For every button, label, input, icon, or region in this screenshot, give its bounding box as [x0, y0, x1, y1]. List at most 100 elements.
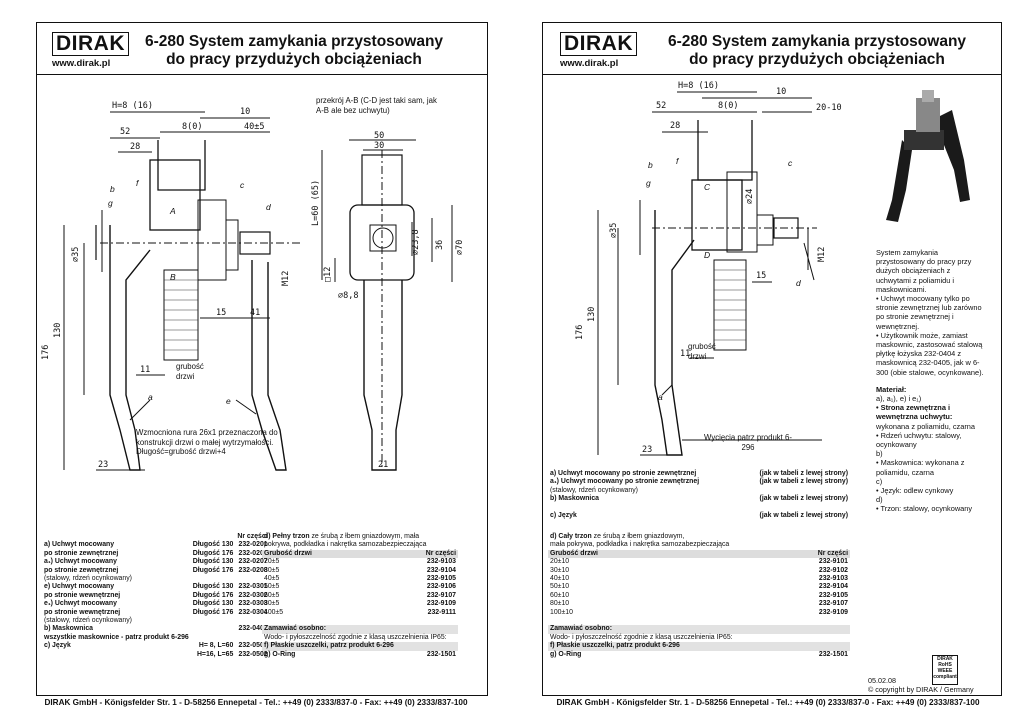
- dim-28: 28: [130, 142, 140, 152]
- part-name: a) Uchwyt mocowany po stronie zewnętrzne…: [550, 470, 697, 477]
- r-trzon-desc-1: ze śrubą z łbem gniazdowym,: [593, 533, 685, 540]
- label-a: a: [148, 392, 153, 402]
- r-dim-130: 130: [587, 307, 597, 322]
- dim-m12: M12: [281, 271, 291, 286]
- part-name: po stronie wewnętrznej: [44, 591, 121, 599]
- logo-text-right: DIRAK: [560, 32, 637, 56]
- door-thickness: 40±10: [550, 575, 570, 583]
- r-zam-title: Zamawiać osobno:: [550, 625, 613, 633]
- rohs-badge: DIRAK RoHS WEEE compliant: [932, 655, 958, 685]
- material-9: d): [876, 495, 883, 505]
- part-note: [736, 504, 850, 512]
- page-title-right: 6-280 System zamykania przystosowany do …: [652, 33, 982, 69]
- logo-url: www.dirak.pl: [52, 58, 111, 69]
- r-dim-23: 23: [642, 445, 652, 455]
- table-row: (stalowy, rdzeń ocynkowany): [42, 575, 270, 583]
- dim-21: 21: [378, 460, 388, 470]
- r-dim-10: 10: [776, 87, 786, 97]
- dim-10: 10: [240, 107, 250, 117]
- r-label-b: b: [648, 160, 653, 170]
- door-thickness: 60±5: [264, 591, 280, 599]
- table-row: c) Język(jak w tabeli z lewej strony): [548, 512, 850, 520]
- part-spec: Długość 130: [192, 583, 234, 591]
- right-sheet: DIRAK www.dirak.pl 6-280 System zamykani…: [512, 0, 1024, 724]
- part-spec: [191, 634, 236, 642]
- part-spec: [191, 625, 236, 633]
- title-line-2: do pracy przydużych obciążeniach: [166, 51, 422, 68]
- part-name: e) Uchwyt mocowany: [44, 583, 115, 591]
- label-f: f: [136, 178, 140, 188]
- part-number: 232-0301: [238, 583, 268, 591]
- dim-50: 50: [374, 131, 384, 141]
- right-frame: [542, 22, 1002, 696]
- sidebar-intro: System zamykania przystosowany do pracy …: [876, 248, 972, 294]
- left-trzon-table: d) Pełny trzon ze śrubą z łbem gniazdowy…: [262, 533, 458, 659]
- r-label-c-upper: C: [704, 182, 711, 192]
- r-dim-24: ⌀24: [745, 189, 755, 204]
- left-frame: [36, 22, 488, 696]
- r-label-a: a: [658, 392, 663, 402]
- dim-238: ⌀23,8: [411, 229, 421, 255]
- label-section-a: A: [169, 206, 176, 216]
- table-row: wszystkie maskownice - patrz produkt 6-2…: [42, 634, 270, 642]
- dim-h: H=8 (16): [112, 101, 153, 111]
- part-number: 232-9103: [426, 558, 456, 566]
- door-thickness: 40±5: [264, 575, 280, 583]
- table-row: (stalowy, rdzeń ocynkowany): [42, 617, 270, 625]
- trzon-title: d) Pełny trzon: [264, 533, 310, 540]
- part-name: wszystkie maskownice - patrz produkt 6-2…: [44, 633, 189, 641]
- part-number: 232-9102: [818, 566, 848, 574]
- title-line-2-right: do pracy przydużych obciążeniach: [689, 51, 945, 68]
- right-parts-table: a) Uchwyt mocowany po stronie zewnętrzne…: [548, 470, 850, 520]
- part-name: (stalowy, rdzeń ocynkowany): [44, 617, 132, 625]
- table-row: a) Uchwyt mocowany po stronie zewnętrzne…: [548, 470, 850, 478]
- part-number: 232-0501: [238, 642, 268, 650]
- title-line-1: 6-280 System zamykania przystosowany: [144, 33, 444, 50]
- part-number: 232-9109: [818, 608, 848, 616]
- table-row: 100±10 232-9109: [548, 609, 850, 617]
- r-zam-desc: Wodo- i pyłoszczelność zgodnie z klasą u…: [550, 633, 733, 641]
- part-number: 232-9107: [818, 600, 848, 608]
- part-number: 232-9105: [818, 591, 848, 599]
- table-row: b) Maskownica(jak w tabeli z lewej stron…: [548, 495, 850, 503]
- r-trzon-title: d) Cały trzon: [550, 533, 592, 540]
- dim-11: 11: [140, 365, 150, 375]
- part-number: 232-0502: [238, 650, 268, 658]
- dim-15: 15: [216, 308, 226, 318]
- dim-176: 176: [41, 345, 51, 360]
- part-spec: Długość 130: [192, 600, 234, 608]
- dim-23: 23: [98, 460, 108, 470]
- part-name: e₁) Uchwyt mocowany: [44, 600, 117, 608]
- date-copyright: 05.02.08 © copyright by DIRAK / Germany: [868, 676, 974, 694]
- label-d: d: [266, 202, 271, 212]
- zam-title: Zamawiać osobno:: [264, 625, 327, 633]
- part-number: 232-9105: [426, 575, 456, 583]
- r-dim-m12: M12: [817, 247, 827, 262]
- r-dim-h: H=8 (16): [678, 81, 719, 91]
- r-dim-11: 11: [680, 349, 690, 359]
- trzon-h1: Grubość drzwi: [262, 549, 380, 559]
- door-thickness: 30±5: [264, 566, 280, 574]
- part-name: b) Maskownica: [44, 625, 94, 633]
- right-parts-body: a) Uchwyt mocowany po stronie zewnętrzne…: [548, 470, 850, 520]
- part-name: c) Język: [44, 642, 71, 650]
- part-name: [548, 504, 736, 512]
- part-number: 232-9104: [818, 583, 848, 591]
- right-trzon-table: d) Cały trzon ze śrubą z łbem gniazdowym…: [548, 533, 850, 659]
- door-thickness: 60±10: [550, 591, 570, 599]
- part-number: 232-9107: [426, 591, 456, 599]
- tube-note: Wzmocniona rura 26x1 przeznaczona do kon…: [136, 428, 278, 456]
- part-name: a₁) Uchwyt mocowany: [44, 558, 117, 566]
- table-row: [548, 504, 850, 512]
- door-thickness: 100±10: [550, 608, 573, 616]
